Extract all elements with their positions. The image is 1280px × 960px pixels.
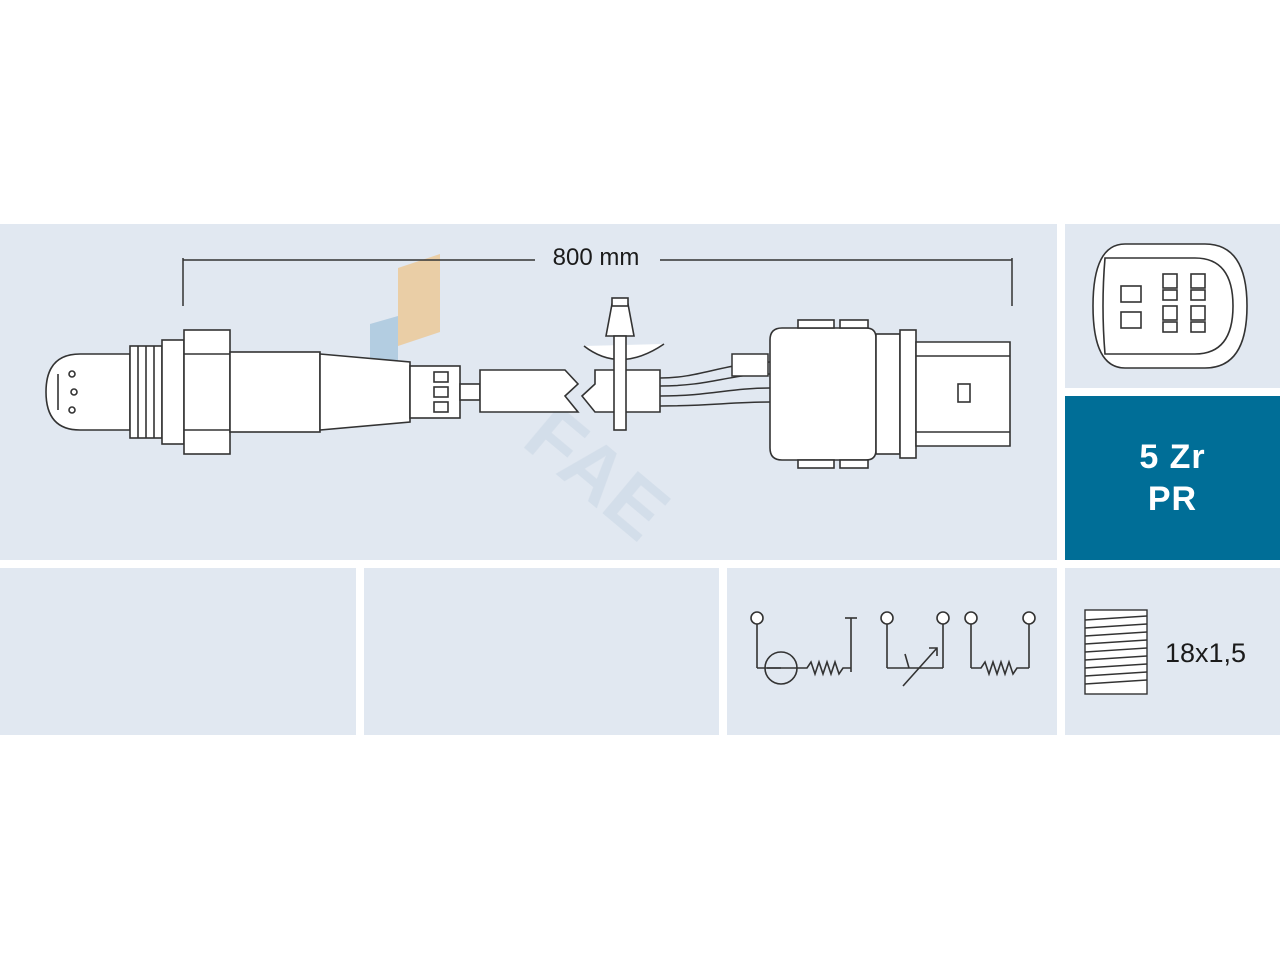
- connector-wires: [659, 353, 771, 407]
- pump-cell-symbol: [750, 611, 857, 685]
- thread-size-label: 18x1,5: [1165, 638, 1247, 668]
- svg-text:FAE: FAE: [509, 389, 685, 557]
- sensor-drawing-panel: FAE: [0, 224, 1057, 560]
- empty-spec-panel-1: [0, 568, 356, 735]
- thread-icon: [1084, 609, 1148, 695]
- wiring-connector: [769, 319, 1011, 469]
- heater-resistor-symbol: [964, 611, 1036, 677]
- variable-resistor-symbol: [880, 611, 950, 687]
- sensor-probe: [45, 329, 461, 455]
- sensor-cable: [459, 369, 661, 413]
- cable-clip: [583, 297, 665, 431]
- circuit-symbol-panel: [727, 568, 1057, 735]
- thread-size-panel: 18x1,5: [1065, 568, 1280, 735]
- dimension-line: [182, 258, 1013, 306]
- sensor-type-line1: 5 Zr: [1139, 438, 1206, 476]
- cable-length-label: 800 mm: [536, 244, 656, 272]
- oxygen-sensor-drawing: FAE: [45, 254, 1013, 557]
- circuit-diagram: [750, 611, 1036, 687]
- sensor-type-box: 5 Zr PR: [1065, 396, 1280, 560]
- sensor-type-line2: PR: [1147, 480, 1198, 518]
- connector-pinout-icon: [1092, 243, 1248, 369]
- empty-spec-panel-2: [364, 568, 719, 735]
- connector-pinout-panel: [1065, 224, 1280, 388]
